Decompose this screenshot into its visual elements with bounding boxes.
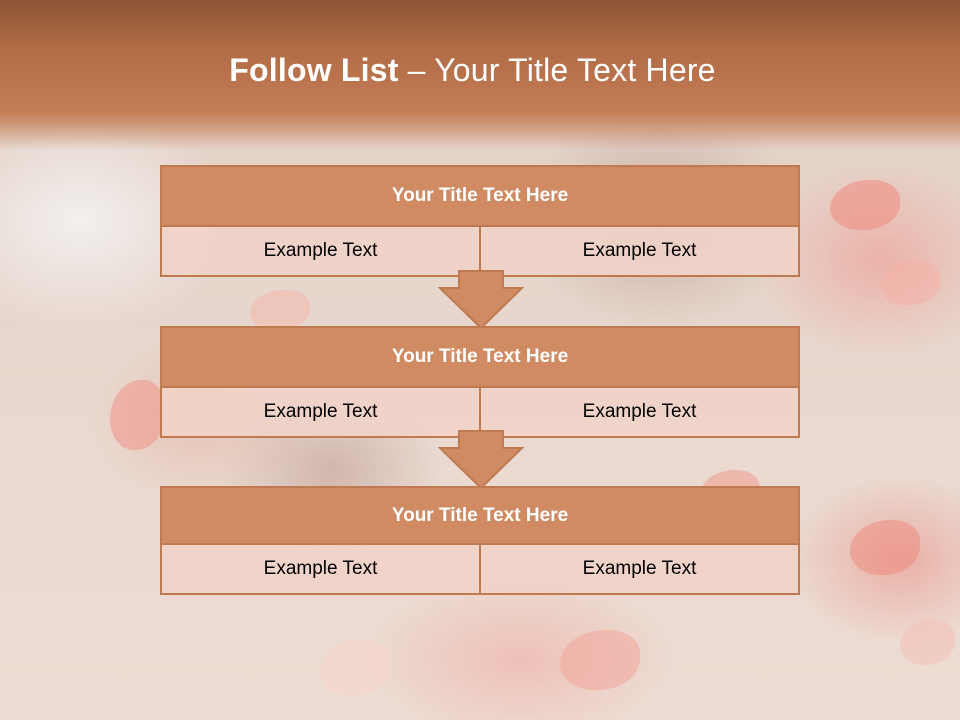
petal-decoration	[250, 290, 310, 330]
step-row: Example Text Example Text	[162, 388, 798, 436]
step-box-2: Your Title Text Here Example Text Exampl…	[160, 326, 800, 438]
petal-decoration	[900, 620, 955, 665]
down-arrow-icon	[438, 430, 524, 490]
title-band	[0, 0, 960, 150]
step-title: Your Title Text Here	[162, 488, 798, 545]
petal-decoration	[110, 380, 165, 450]
petal-decoration	[850, 520, 920, 575]
step-title: Your Title Text Here	[162, 167, 798, 227]
step-cell-right: Example Text	[479, 545, 798, 593]
petal-decoration	[320, 640, 390, 695]
step-title: Your Title Text Here	[162, 328, 798, 388]
step-cell-right: Example Text	[479, 227, 798, 275]
slide-title-rest: – Your Title Text Here	[398, 52, 716, 88]
step-cell-right: Example Text	[479, 388, 798, 436]
petal-decoration	[880, 260, 940, 305]
step-row: Example Text Example Text	[162, 545, 798, 593]
step-box-3: Your Title Text Here Example Text Exampl…	[160, 486, 800, 595]
petal-decoration	[830, 180, 900, 230]
step-cell-left: Example Text	[162, 388, 479, 436]
step-cell-left: Example Text	[162, 545, 479, 593]
step-cell-left: Example Text	[162, 227, 479, 275]
down-arrow-icon	[438, 270, 524, 330]
petal-decoration	[560, 630, 640, 690]
step-row: Example Text Example Text	[162, 227, 798, 275]
step-box-1: Your Title Text Here Example Text Exampl…	[160, 165, 800, 277]
slide-title-bold: Follow List	[229, 52, 399, 88]
slide-title: Follow List – Your Title Text Here	[0, 52, 945, 89]
